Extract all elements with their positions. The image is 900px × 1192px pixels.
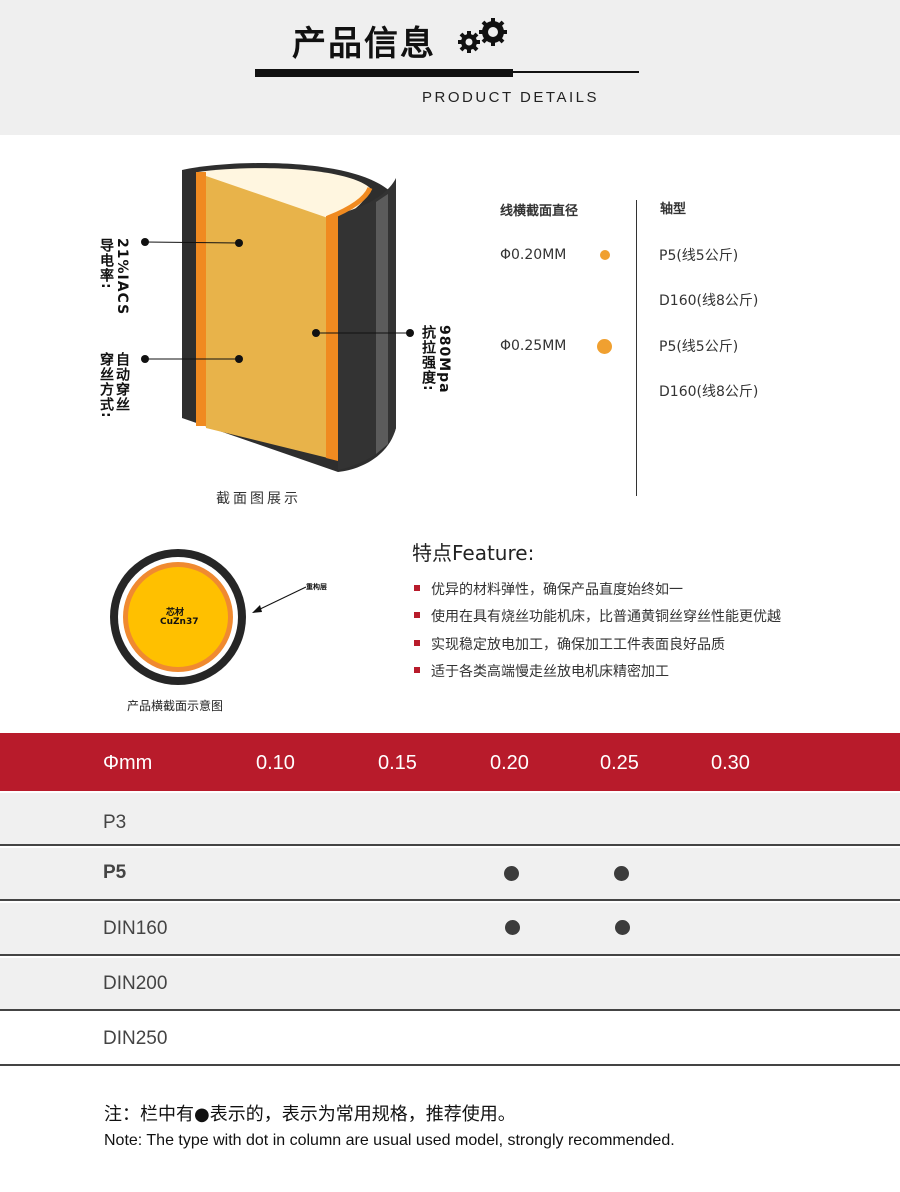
header-010: 0.10: [256, 752, 295, 774]
page-title: 产品信息: [292, 24, 436, 64]
cross-section-caption: 截面图展示: [216, 491, 301, 507]
recommended-dot: [504, 866, 519, 881]
callout-lines: [141, 238, 414, 363]
recommended-dot: [614, 866, 629, 881]
note-cn: 注：栏中有●表示的，表示为常用规格，推荐使用。: [104, 1104, 516, 1125]
diameter-020-dot: [600, 250, 610, 260]
row-label-p3: P3: [103, 812, 127, 833]
header-band: [0, 0, 900, 135]
circle-caption: 产品横截面示意图: [127, 699, 224, 713]
header-diameter: Φmm: [103, 752, 153, 774]
row-label-din200: DIN200: [103, 973, 168, 994]
features-title: 特点Feature:: [412, 541, 535, 565]
diameter-header: 线横截面直径: [500, 204, 579, 219]
diameter-025-dot: [597, 339, 612, 354]
note-en: Note: The type with dot in column are us…: [104, 1132, 675, 1149]
circle-cross-section: [110, 549, 246, 685]
bullet-icon: [414, 585, 420, 591]
core-material: CuZn37: [160, 617, 199, 627]
gears-icon: [458, 18, 507, 53]
header-015: 0.15: [378, 752, 417, 774]
diameter-025: Φ0.25MM: [500, 338, 567, 354]
header-030: 0.30: [711, 752, 750, 774]
cross-section-illustration: [182, 163, 396, 472]
table-row: [0, 793, 900, 846]
bullet-icon: [414, 612, 420, 618]
conductivity-label: 21%IACS 导电率:: [98, 238, 130, 316]
table-row: [0, 848, 900, 901]
page-subtitle: PRODUCT DETAILS: [422, 89, 599, 106]
table-row: [0, 1013, 900, 1066]
layer-label: 重构层: [306, 583, 327, 591]
diameter-020: Φ0.20MM: [500, 247, 567, 263]
feature-item: 使用在具有烧丝功能机床，比普通黄铜丝穿丝性能更优越: [431, 609, 781, 625]
spool-d160-b: D160(线8公斤): [659, 384, 759, 400]
spool-p5-b: P5(线5公斤): [659, 339, 739, 355]
layer-arrow: [252, 586, 307, 613]
bullet-icon: [414, 667, 420, 673]
table-row: [0, 903, 900, 956]
spool-header: 轴型: [660, 202, 687, 217]
recommended-dot: [615, 920, 630, 935]
table-header: [0, 733, 900, 791]
core-label: 芯材: [166, 608, 185, 618]
row-label-din250: DIN250: [103, 1028, 168, 1049]
spool-d160-a: D160(线8公斤): [659, 293, 759, 309]
threading-label: 自动穿丝 穿丝方式:: [98, 352, 130, 419]
spool-p5-a: P5(线5公斤): [659, 248, 739, 264]
row-label-p5: P5: [103, 862, 127, 883]
recommended-dot: [505, 920, 520, 935]
header-025: 0.25: [600, 752, 639, 774]
row-label-din160: DIN160: [103, 918, 168, 939]
spec-divider: [636, 200, 637, 496]
header-020: 0.20: [490, 752, 529, 774]
feature-item: 实现稳定放电加工，确保加工工件表面良好品质: [431, 637, 725, 653]
feature-item: 适于各类高端慢走丝放电机床精密加工: [431, 664, 669, 680]
tensile-label: 980Mpa 抗拉强度:: [420, 325, 452, 394]
title-underline-thin: [513, 71, 639, 73]
bullet-icon: [414, 640, 420, 646]
title-underline: [255, 69, 513, 77]
table-row: [0, 958, 900, 1011]
feature-item: 优异的材料弹性，确保产品直度始终如一: [431, 582, 683, 598]
